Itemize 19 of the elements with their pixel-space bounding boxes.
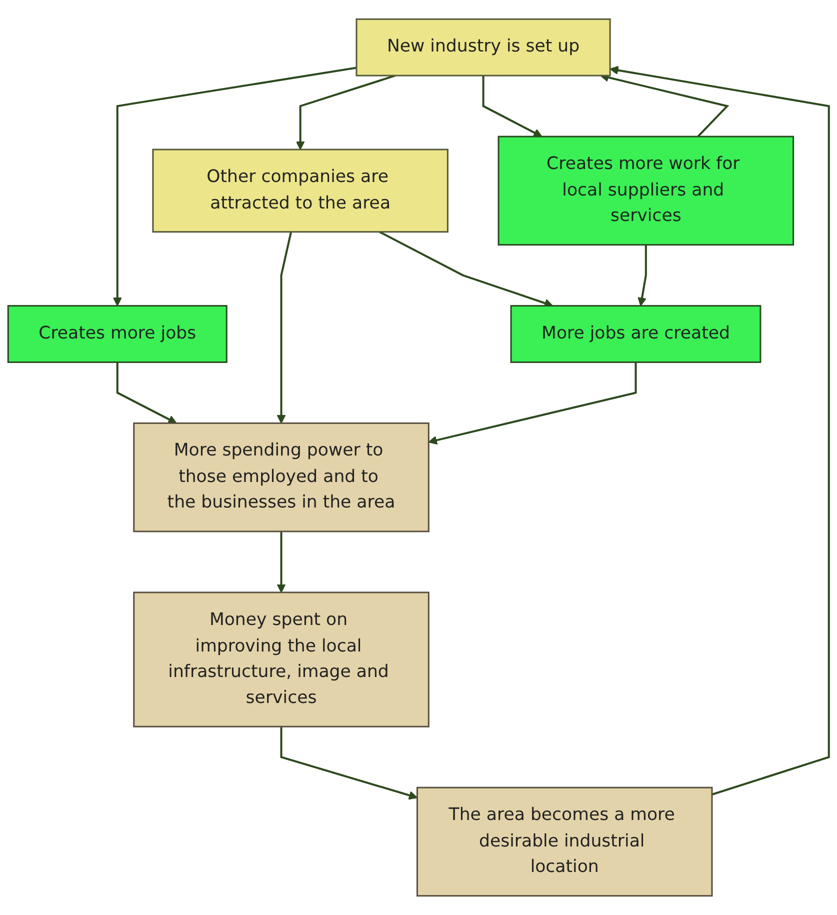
node-box: Other companies are attracted to the area [152, 148, 448, 233]
arrow [112, 66, 357, 306]
node-box: Creates more jobs [7, 305, 228, 363]
arrow [276, 232, 292, 424]
arrow [296, 74, 396, 150]
arrow [638, 244, 647, 306]
node-box: Money spent on improving the local infrastructure, image and services [133, 592, 430, 728]
arrow [428, 362, 637, 445]
node-box: New industry is set up [356, 18, 611, 76]
arrow [610, 66, 830, 796]
node-box: Creates more work for local suppliers and services [498, 136, 794, 246]
node-box: The area becomes a more desirable industrial location [416, 786, 713, 897]
node-box: More spending power to those employed and to the businesses in the area [133, 422, 430, 532]
node-box: More jobs are created [510, 305, 762, 363]
arrow [280, 726, 418, 800]
arrow [482, 76, 542, 137]
arrow [116, 362, 177, 424]
arrow [276, 531, 286, 593]
arrow [378, 230, 554, 308]
